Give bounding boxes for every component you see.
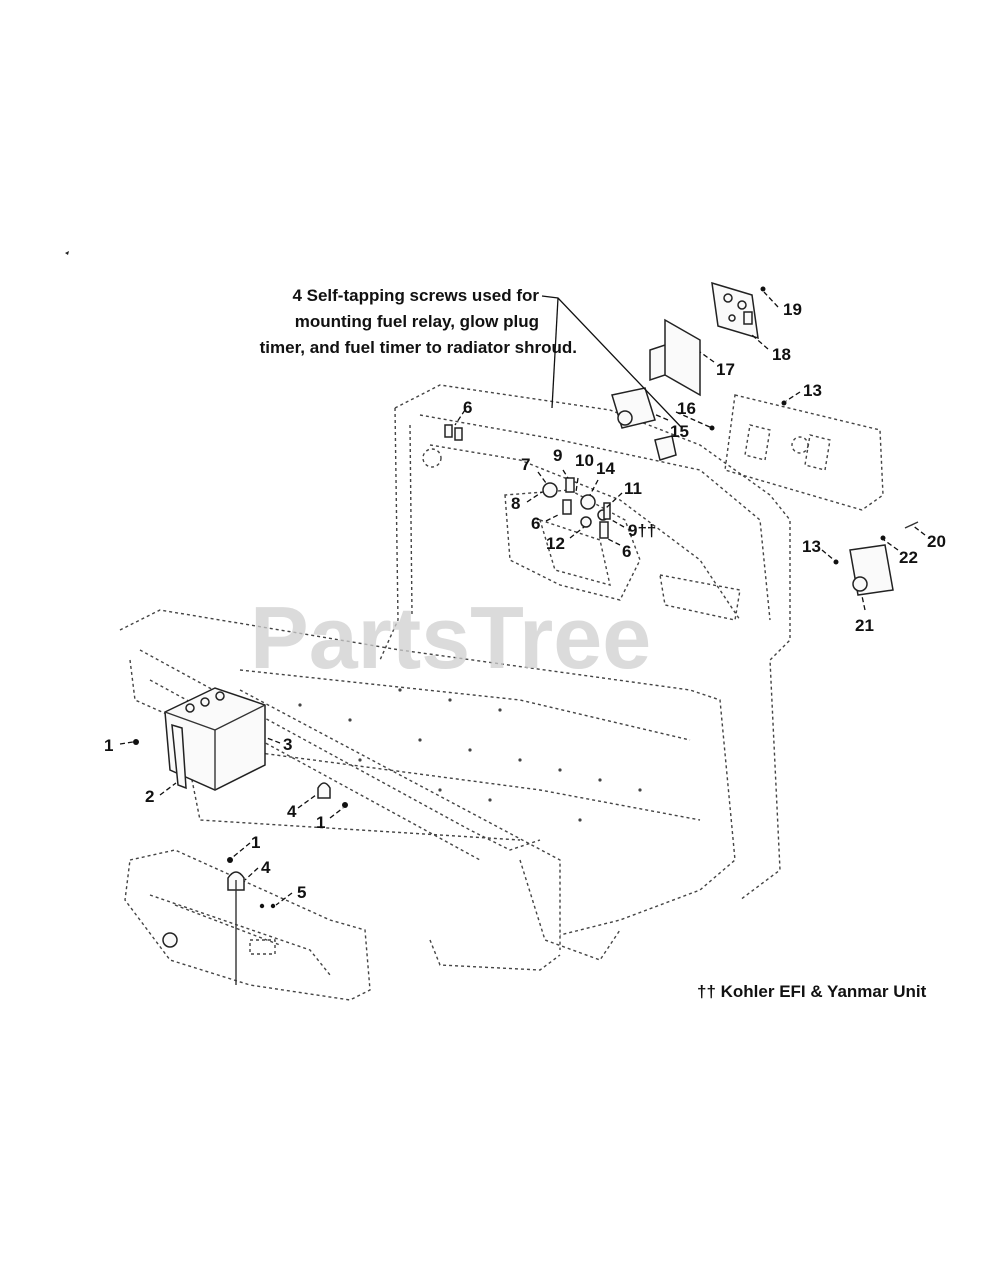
callout-16: 16 xyxy=(677,399,696,418)
clamp-lower xyxy=(227,871,245,985)
callout-9-dagger: 9†† xyxy=(628,521,656,540)
leader-lines xyxy=(119,291,926,906)
callout-5: 5 xyxy=(297,883,306,902)
stray-mark xyxy=(65,251,69,255)
callout-1-clamp: 1 xyxy=(316,813,325,832)
callout-6-top: 6 xyxy=(463,398,472,417)
callout-4-lower: 4 xyxy=(261,858,271,877)
clamp-upper xyxy=(317,782,331,799)
callout-1-battery: 1 xyxy=(104,736,113,755)
callout-9: 9 xyxy=(553,446,562,465)
callout-15: 15 xyxy=(670,422,689,441)
callout-2: 2 xyxy=(145,787,154,806)
callout-13-top: 13 xyxy=(803,381,822,400)
callout-21: 21 xyxy=(855,616,874,635)
battery-strap xyxy=(171,723,187,790)
callout-14: 14 xyxy=(596,459,615,478)
hardware-dots xyxy=(133,286,919,909)
callouts: 1 2 3 4 1 1 4 5 6 7 8 6 9 10 14 11 12 9†… xyxy=(104,300,946,902)
note-screws-line2: mounting fuel relay, glow plug xyxy=(295,312,539,331)
dash-components xyxy=(444,424,677,539)
callout-1-bumper: 1 xyxy=(251,833,260,852)
relay-plate xyxy=(711,281,759,340)
callout-18: 18 xyxy=(772,345,791,364)
note-screws-line1: 4 Self-tapping screws used for xyxy=(292,286,539,305)
callout-6-left: 6 xyxy=(531,514,540,533)
callout-6-right: 6 xyxy=(622,542,631,561)
note-screws-line3: timer, and fuel timer to radiator shroud… xyxy=(260,338,577,357)
radiator-shroud xyxy=(724,394,884,511)
callout-10: 10 xyxy=(575,451,594,470)
callout-13-side: 13 xyxy=(802,537,821,556)
callout-17: 17 xyxy=(716,360,735,379)
callout-7: 7 xyxy=(521,455,530,474)
callout-19: 19 xyxy=(783,300,802,319)
callout-11: 11 xyxy=(624,479,642,498)
callout-20: 20 xyxy=(927,532,946,551)
footnote-kohler-yanmar: †† Kohler EFI & Yanmar Unit xyxy=(697,982,927,1001)
callout-3: 3 xyxy=(283,735,292,754)
battery xyxy=(164,687,266,791)
callout-4-upper: 4 xyxy=(287,802,297,821)
bracket xyxy=(649,318,701,397)
callout-12: 12 xyxy=(546,534,565,553)
headlight-left xyxy=(611,387,656,429)
callout-22: 22 xyxy=(899,548,918,567)
bumper-fitting xyxy=(162,932,178,948)
callout-8: 8 xyxy=(511,494,520,513)
headlight-right xyxy=(849,544,894,596)
watermark: PartsTree xyxy=(250,588,651,687)
